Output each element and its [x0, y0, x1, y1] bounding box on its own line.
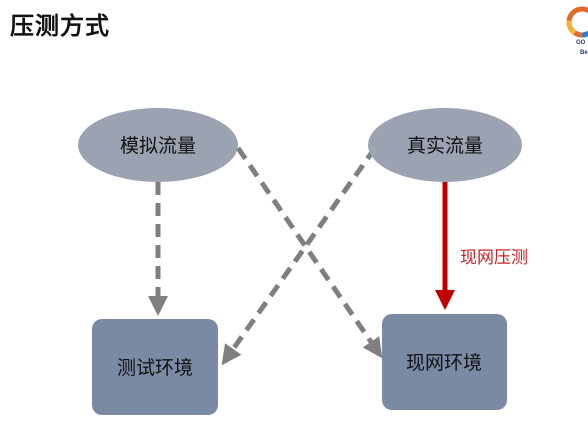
node-prod-environment-label: 现网环境	[406, 352, 482, 374]
node-real-traffic: 真实流量	[368, 108, 522, 182]
brand-logo: GO Be	[562, 0, 588, 70]
edge-label-prod-stress: 现网压测	[460, 248, 528, 268]
arrow-simulated-to-prod	[235, 146, 383, 359]
node-prod-environment: 现网环境	[382, 314, 507, 410]
node-real-traffic-label: 真实流量	[407, 135, 483, 157]
node-test-environment-label: 测试环境	[117, 357, 193, 379]
node-simulated-traffic-label: 模拟流量	[120, 135, 196, 157]
logo-text-line2: Be	[580, 50, 588, 56]
slide-title: 压测方式	[10, 12, 110, 40]
logo-text-line1: GO	[576, 40, 586, 46]
arrow-real-to-test	[221, 146, 378, 366]
node-test-environment: 测试环境	[92, 319, 218, 415]
logo-mark-icon	[566, 6, 588, 38]
node-simulated-traffic: 模拟流量	[78, 108, 238, 182]
